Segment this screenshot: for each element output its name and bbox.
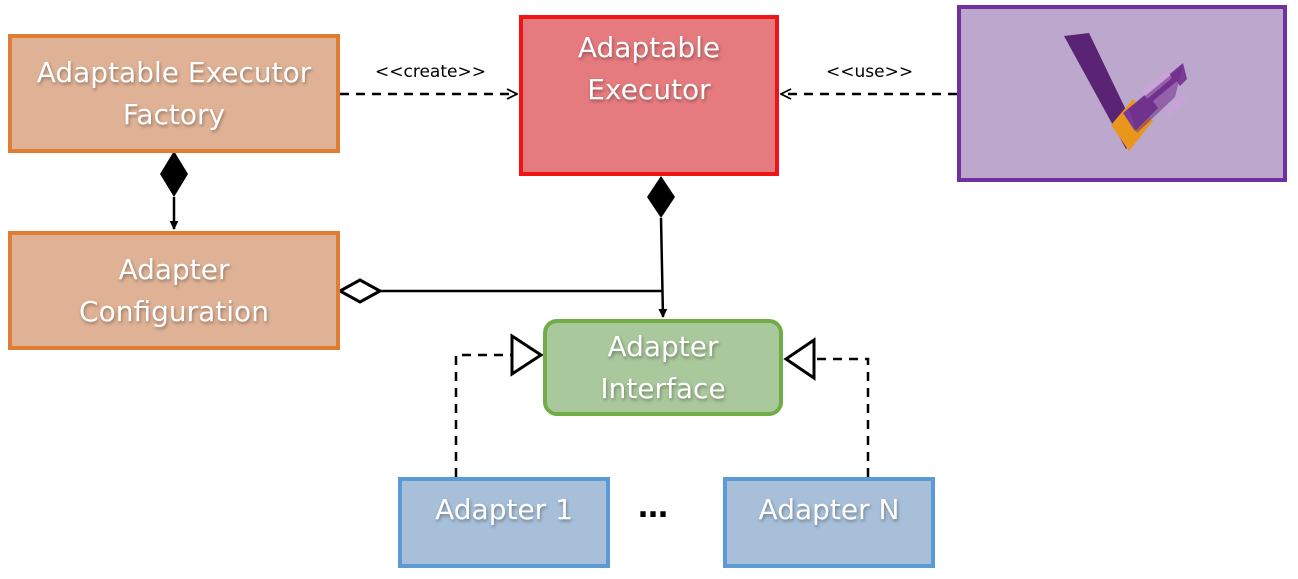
v-logo-icon — [1064, 33, 1187, 151]
adapters-ellipsis: … — [638, 490, 668, 525]
adapter1-realization-triangle — [510, 333, 544, 377]
factory-label: Adaptable Executor Factory — [36, 55, 312, 131]
configuration-aggregation-diamond — [336, 278, 384, 304]
adapter-1-box: Adapter 1 — [398, 477, 610, 568]
adaptable-executor-factory-box: Adaptable Executor Factory — [8, 34, 340, 153]
use-stereotype-label: <<use>> — [826, 62, 914, 82]
adapter-n-box: Adapter N — [723, 477, 935, 568]
interface-label: Adapter Interface — [600, 329, 726, 405]
adapter-interface-box: Adapter Interface — [543, 319, 783, 416]
factory-composition-diamond — [160, 151, 188, 197]
adaptable-executor-box: Adaptable Executor — [519, 15, 779, 176]
executor-interface-line — [658, 217, 668, 318]
executor-label: Adaptable Executor — [577, 31, 721, 106]
adapter1-label: Adapter 1 — [435, 493, 573, 526]
configuration-label: Adapter Configuration — [79, 252, 269, 328]
adapterN-realization-triangle — [783, 337, 816, 381]
adapter-configuration-box: Adapter Configuration — [8, 231, 340, 350]
executor-composition-diamond — [647, 176, 675, 218]
adapterN-realization-line — [814, 357, 870, 477]
adapter1-realization-line — [454, 353, 512, 477]
adapterN-label: Adapter N — [758, 493, 900, 526]
client-logo-box — [957, 5, 1287, 182]
create-stereotype-label: <<create>> — [375, 62, 486, 82]
